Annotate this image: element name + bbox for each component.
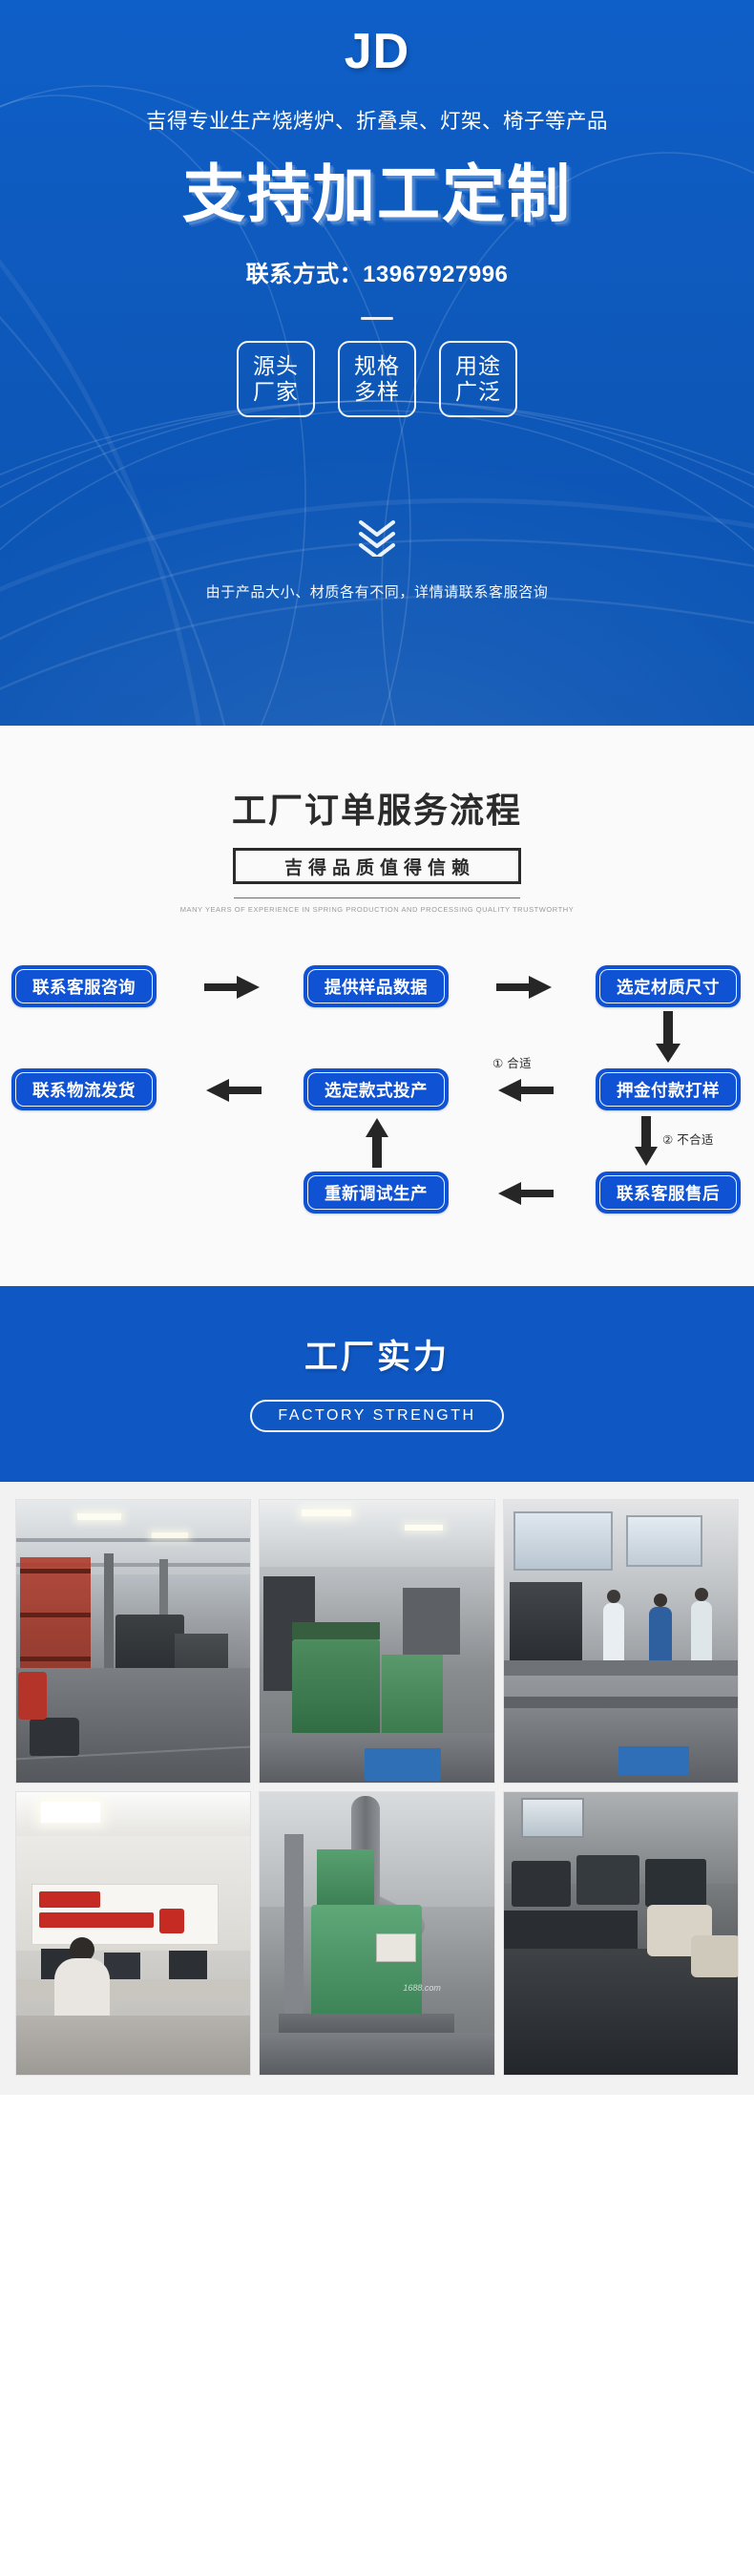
factory-strength-pill: FACTORY STRENGTH bbox=[250, 1400, 504, 1432]
branch-label-suitable: ① 合适 bbox=[492, 1057, 532, 1070]
arrow-down-icon bbox=[656, 1011, 681, 1063]
badge-line-2: 多样 bbox=[354, 378, 400, 404]
badge-line-1: 规格 bbox=[354, 353, 400, 379]
feature-badge-wide-use: 用途 广泛 bbox=[439, 340, 517, 417]
factory-photo-gallery: 1688.com bbox=[0, 1482, 754, 2095]
photo-workers-bench[interactable] bbox=[502, 1499, 739, 1784]
badge-line-2: 厂家 bbox=[253, 378, 299, 404]
photo-warehouse-aisle[interactable] bbox=[15, 1499, 252, 1784]
flow-node-select-material-size[interactable]: 选定材质尺寸 bbox=[596, 965, 741, 1007]
photo-press-machine[interactable]: 1688.com bbox=[259, 1791, 495, 2076]
hero-tagline: 吉得专业生产烧烤炉、折叠桌、灯架、椅子等产品 bbox=[145, 110, 608, 133]
hero-headline: 支持加工定制 bbox=[182, 158, 572, 229]
gallery-watermark: 1688.com bbox=[403, 1983, 441, 1993]
arrow-left-icon bbox=[498, 1182, 554, 1205]
flow-node-provide-sample-data[interactable]: 提供样品数据 bbox=[304, 965, 449, 1007]
hero-background-gradient bbox=[0, 0, 754, 726]
badge-line-2: 广泛 bbox=[455, 378, 501, 404]
flow-english-subtitle: MANY YEARS OF EXPERIENCE IN SPRING PRODU… bbox=[179, 905, 575, 914]
photo-parts-storage[interactable] bbox=[502, 1791, 739, 2076]
arrow-down-icon bbox=[635, 1116, 658, 1166]
flow-chart: 联系客服咨询 提供样品数据 选定材质尺寸 联系物流发货 bbox=[0, 948, 754, 1225]
hero-disclaimer: 由于产品大小、材质各有不同，详情请联系客服咨询 bbox=[205, 583, 549, 601]
feature-badge-varied-specs: 规格 多样 bbox=[338, 340, 416, 417]
arrow-left-icon bbox=[498, 1079, 554, 1102]
branch-label-not-suitable: ② 不合适 bbox=[662, 1133, 714, 1147]
triple-chevron-down-icon bbox=[359, 519, 395, 557]
photo-machine-green[interactable] bbox=[259, 1499, 495, 1784]
flow-node-contact-after-sales[interactable]: 联系客服售后 bbox=[596, 1172, 741, 1214]
photo-office[interactable] bbox=[15, 1791, 252, 2076]
hero-divider bbox=[361, 316, 393, 320]
factory-strength-subtitle: FACTORY STRENGTH bbox=[278, 1407, 476, 1424]
flow-node-select-style-produce[interactable]: 选定款式投产 bbox=[304, 1068, 449, 1110]
order-service-flow-section: 工厂订单服务流程 吉得品质值得信赖 MANY YEARS OF EXPERIEN… bbox=[0, 726, 754, 1286]
scroll-hint bbox=[0, 517, 754, 557]
flow-section-subtitle: 吉得品质值得信赖 bbox=[283, 857, 475, 878]
arrow-left-icon bbox=[206, 1079, 262, 1102]
factory-strength-section: 工厂实力 FACTORY STRENGTH bbox=[0, 1286, 754, 1482]
flow-node-contact-logistics-ship[interactable]: 联系物流发货 bbox=[11, 1068, 157, 1110]
hero-arc-decoration bbox=[0, 85, 754, 726]
feature-badge-list: 源头 厂家 规格 多样 用途 广泛 bbox=[0, 340, 754, 417]
arrow-right-icon bbox=[204, 976, 260, 999]
brand-logo: JD bbox=[344, 24, 410, 79]
badge-line-1: 源头 bbox=[253, 353, 299, 379]
factory-strength-title: 工厂实力 bbox=[304, 1339, 450, 1376]
arrow-right-icon bbox=[496, 976, 552, 999]
flow-node-deposit-payment-sample[interactable]: 押金付款打样 bbox=[596, 1068, 741, 1110]
hero-banner: JD 吉得专业生产烧烤炉、折叠桌、灯架、椅子等产品 支持加工定制 联系方式：13… bbox=[0, 0, 754, 726]
product-detail-page: JD 吉得专业生产烧烤炉、折叠桌、灯架、椅子等产品 支持加工定制 联系方式：13… bbox=[0, 0, 754, 2095]
contact-phone-line: 联系方式：13967927996 bbox=[245, 261, 509, 287]
flow-rule bbox=[234, 897, 520, 898]
arrow-up-icon bbox=[366, 1118, 388, 1168]
feature-badge-source-factory: 源头 厂家 bbox=[237, 340, 315, 417]
flow-section-title: 工厂订单服务流程 bbox=[231, 791, 522, 830]
badge-line-1: 用途 bbox=[455, 353, 501, 379]
flow-node-contact-service[interactable]: 联系客服咨询 bbox=[11, 965, 157, 1007]
flow-section-subtitle-box: 吉得品质值得信赖 bbox=[233, 848, 521, 884]
flow-node-retune-production[interactable]: 重新调试生产 bbox=[304, 1172, 449, 1214]
